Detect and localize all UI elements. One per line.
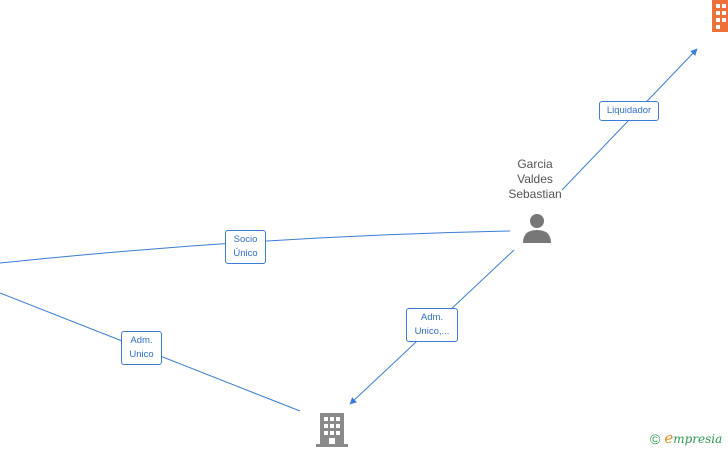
building-icon-orange[interactable] xyxy=(710,0,728,34)
edge-label-text: Liquidador xyxy=(606,105,652,116)
person-name[interactable]: Garcia Valdes Sebastian xyxy=(508,157,562,201)
brand-logo: empresia xyxy=(664,429,723,447)
edge-label-text-line1: Socio xyxy=(233,234,258,245)
edge-adm-unico xyxy=(0,292,301,412)
edge-label-socio-unico[interactable]: Socio Único xyxy=(225,230,266,264)
edge-label-text-line2: Unico xyxy=(129,349,154,360)
copyright-brand: © empresia xyxy=(650,430,722,447)
edge-label-text-line2: Único xyxy=(233,248,258,259)
edge-label-adm-unico-multi[interactable]: Adm. Unico,... xyxy=(406,308,458,342)
edge-label-text-line1: Adm. xyxy=(130,335,153,346)
edge-label-text-line1: Adm. xyxy=(420,312,444,323)
edge-label-text-line2: Unico,... xyxy=(414,326,450,337)
edge-label-liquidador[interactable]: Liquidador xyxy=(599,101,659,121)
copyright-icon: © xyxy=(650,430,661,447)
building-icon[interactable] xyxy=(316,413,348,447)
edge-label-adm-unico[interactable]: Adm. Unico xyxy=(121,331,162,365)
person-icon[interactable] xyxy=(521,213,553,243)
